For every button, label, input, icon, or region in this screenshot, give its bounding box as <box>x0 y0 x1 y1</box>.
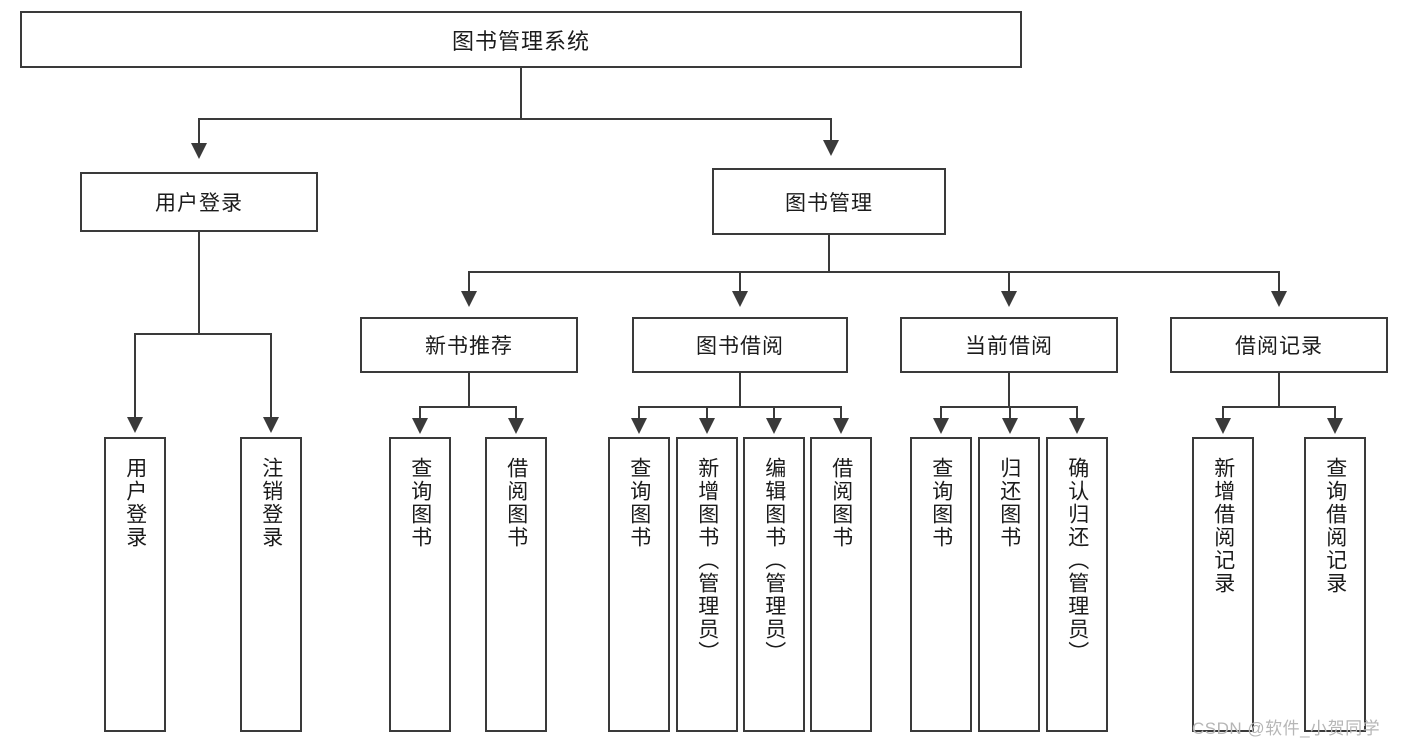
node-borrow-record[interactable]: 借阅记录 <box>1170 317 1388 373</box>
arrow-leaf-add-record <box>1215 418 1231 434</box>
connector-root-stem <box>520 68 522 119</box>
connector-to-current-borrow <box>1008 271 1010 293</box>
leaf-label: 确认归还（管理员） <box>1065 457 1089 664</box>
arrow-leaf-query-record <box>1327 418 1343 434</box>
connector-current-borrow-l1 <box>940 406 942 420</box>
leaf-label: 新增借阅记录 <box>1211 457 1235 595</box>
leaf-add-book[interactable]: 新增图书（管理员） <box>676 437 738 732</box>
connector-level2-bus <box>468 271 1280 273</box>
connector-borrow-record-bus <box>1222 406 1336 408</box>
connector-to-book-manage <box>830 118 832 144</box>
connector-user-login-right <box>270 333 272 419</box>
node-label: 图书借阅 <box>696 335 784 358</box>
arrow-leaf-logout <box>263 417 279 433</box>
node-book-borrow[interactable]: 图书借阅 <box>632 317 848 373</box>
arrow-leaf-query-book-3 <box>933 418 949 434</box>
node-new-book-recommend[interactable]: 新书推荐 <box>360 317 578 373</box>
leaf-user-login[interactable]: 用户登录 <box>104 437 166 732</box>
arrow-leaf-confirm-return <box>1069 418 1085 434</box>
leaf-add-borrow-record[interactable]: 新增借阅记录 <box>1192 437 1254 732</box>
node-root-system[interactable]: 图书管理系统 <box>20 11 1022 68</box>
arrow-to-new-book <box>461 291 477 307</box>
arrow-leaf-return-book <box>1002 418 1018 434</box>
connector-current-borrow-l2 <box>1009 406 1011 420</box>
connector-new-book-stem <box>468 373 470 407</box>
leaf-return-book[interactable]: 归还图书 <box>978 437 1040 732</box>
connector-book-manage-stem <box>828 235 830 272</box>
leaf-query-book-recommend[interactable]: 查询图书 <box>389 437 451 732</box>
leaf-edit-book[interactable]: 编辑图书（管理员） <box>743 437 805 732</box>
leaf-label: 查询图书 <box>627 457 651 549</box>
node-label: 借阅记录 <box>1235 335 1323 358</box>
connector-borrow-record-l1 <box>1222 406 1224 420</box>
arrow-to-book-manage <box>823 140 839 156</box>
leaf-query-book-borrow[interactable]: 查询图书 <box>608 437 670 732</box>
connector-current-borrow-stem <box>1008 373 1010 407</box>
leaf-label: 新增图书（管理员） <box>695 457 719 664</box>
connector-to-user-login <box>198 118 200 146</box>
leaf-logout[interactable]: 注销登录 <box>240 437 302 732</box>
arrow-to-user-login <box>191 143 207 159</box>
leaf-label: 用户登录 <box>123 457 147 549</box>
arrow-to-borrow-record <box>1271 291 1287 307</box>
arrow-leaf-user-login <box>127 417 143 433</box>
connector-level1-bus <box>198 118 832 120</box>
connector-new-book-l1 <box>419 406 421 420</box>
connector-book-borrow-l4 <box>840 406 842 420</box>
node-book-management[interactable]: 图书管理 <box>712 168 946 235</box>
node-label: 当前借阅 <box>965 335 1053 358</box>
leaf-label: 借阅图书 <box>504 457 528 549</box>
connector-to-borrow-record <box>1278 271 1280 293</box>
leaf-label: 查询图书 <box>408 457 432 549</box>
connector-new-book-l2 <box>515 406 517 420</box>
node-label: 图书管理系统 <box>451 28 590 54</box>
connector-book-borrow-stem <box>739 373 741 407</box>
node-current-borrow[interactable]: 当前借阅 <box>900 317 1118 373</box>
connector-user-login-left <box>134 333 136 419</box>
arrow-leaf-edit-book <box>766 418 782 434</box>
connector-book-borrow-l2 <box>706 406 708 420</box>
connector-book-borrow-l1 <box>638 406 640 420</box>
leaf-label: 注销登录 <box>259 457 283 549</box>
node-label: 图书管理 <box>785 191 873 215</box>
arrow-leaf-add-book <box>699 418 715 434</box>
connector-new-book-bus <box>419 406 517 408</box>
connector-book-borrow-bus <box>638 406 842 408</box>
arrow-leaf-query-book-1 <box>412 418 428 434</box>
arrow-to-current-borrow <box>1001 291 1017 307</box>
leaf-label: 归还图书 <box>997 457 1021 549</box>
node-label: 用户登录 <box>155 192 243 215</box>
leaf-borrow-book[interactable]: 借阅图书 <box>810 437 872 732</box>
connector-borrow-record-stem <box>1278 373 1280 407</box>
arrow-leaf-query-book-2 <box>631 418 647 434</box>
leaf-borrow-book-recommend[interactable]: 借阅图书 <box>485 437 547 732</box>
connector-book-borrow-l3 <box>773 406 775 420</box>
leaf-confirm-return[interactable]: 确认归还（管理员） <box>1046 437 1108 732</box>
watermark: CSDN @软件_小贺同学 <box>1192 719 1381 738</box>
arrow-leaf-borrow-book-2 <box>833 418 849 434</box>
arrow-to-book-borrow <box>732 291 748 307</box>
connector-user-login-bus <box>134 333 272 335</box>
leaf-label: 借阅图书 <box>829 457 853 549</box>
connector-to-book-borrow <box>739 271 741 293</box>
leaf-query-borrow-record[interactable]: 查询借阅记录 <box>1304 437 1366 732</box>
leaf-label: 编辑图书（管理员） <box>762 457 786 664</box>
leaf-label: 查询图书 <box>929 457 953 549</box>
connector-current-borrow-l3 <box>1076 406 1078 420</box>
leaf-query-book-current[interactable]: 查询图书 <box>910 437 972 732</box>
node-label: 新书推荐 <box>425 335 513 358</box>
arrow-leaf-borrow-book-1 <box>508 418 524 434</box>
leaf-label: 查询借阅记录 <box>1323 457 1347 595</box>
node-user-login[interactable]: 用户登录 <box>80 172 318 232</box>
connector-user-login-stem <box>198 232 200 334</box>
connector-to-new-book <box>468 271 470 293</box>
connector-borrow-record-l2 <box>1334 406 1336 420</box>
